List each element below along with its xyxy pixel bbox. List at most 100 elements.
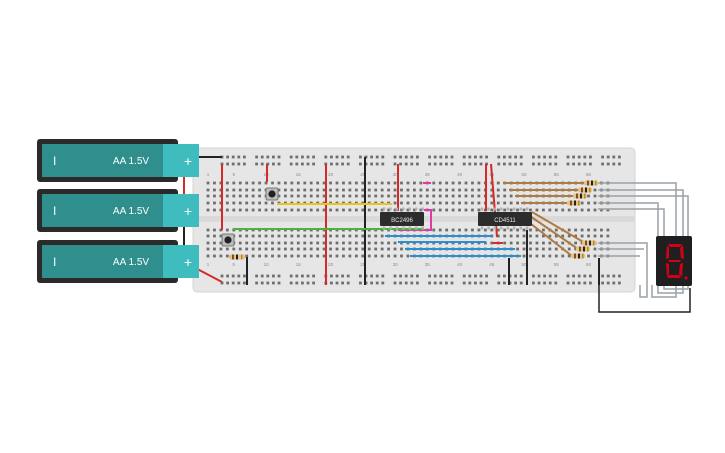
- breadboard-hole[interactable]: [361, 188, 365, 192]
- breadboard-hole[interactable]: [503, 201, 507, 205]
- breadboard-hole[interactable]: [361, 194, 365, 198]
- breadboard-hole[interactable]: [601, 155, 604, 159]
- breadboard-hole[interactable]: [303, 241, 307, 245]
- breadboard-hole[interactable]: [354, 188, 358, 192]
- breadboard-hole[interactable]: [284, 254, 287, 258]
- breadboard-hole[interactable]: [509, 228, 513, 232]
- breadboard-hole[interactable]: [542, 234, 545, 238]
- breadboard-hole[interactable]: [554, 228, 558, 232]
- breadboard-hole[interactable]: [485, 274, 488, 278]
- breadboard-hole[interactable]: [367, 254, 371, 258]
- breadboard-hole[interactable]: [496, 194, 500, 198]
- breadboard-hole[interactable]: [606, 281, 610, 285]
- breadboard-hole[interactable]: [231, 162, 235, 166]
- breadboard-hole[interactable]: [450, 281, 454, 285]
- breadboard-hole[interactable]: [497, 155, 501, 159]
- breadboard-hole[interactable]: [213, 234, 216, 238]
- breadboard-hole[interactable]: [272, 155, 275, 159]
- breadboard-hole[interactable]: [529, 254, 532, 258]
- breadboard-hole[interactable]: [519, 162, 523, 166]
- breadboard-hole[interactable]: [213, 228, 216, 232]
- breadboard-hole[interactable]: [497, 281, 501, 285]
- breadboard-hole[interactable]: [206, 228, 210, 232]
- breadboard-hole[interactable]: [237, 162, 241, 166]
- breadboard-hole[interactable]: [445, 228, 449, 232]
- breadboard-hole[interactable]: [432, 201, 436, 205]
- breadboard-hole[interactable]: [264, 201, 268, 205]
- breadboard-hole[interactable]: [458, 188, 461, 192]
- breadboard-hole[interactable]: [284, 188, 287, 192]
- breadboard-hole[interactable]: [479, 274, 483, 278]
- breadboard-hole[interactable]: [537, 281, 541, 285]
- breadboard-hole[interactable]: [438, 208, 442, 212]
- breadboard-hole[interactable]: [554, 281, 558, 285]
- breadboard-hole[interactable]: [335, 254, 339, 258]
- breadboard-hole[interactable]: [387, 194, 390, 198]
- breadboard-hole[interactable]: [404, 162, 408, 166]
- breadboard-hole[interactable]: [251, 181, 255, 185]
- breadboard-hole[interactable]: [566, 274, 570, 278]
- breadboard-hole[interactable]: [251, 234, 255, 238]
- breadboard-hole[interactable]: [219, 188, 223, 192]
- breadboard-hole[interactable]: [477, 208, 481, 212]
- breadboard-hole[interactable]: [509, 234, 513, 238]
- breadboard-hole[interactable]: [219, 247, 223, 251]
- breadboard-hole[interactable]: [561, 254, 565, 258]
- breadboard-hole[interactable]: [567, 254, 571, 258]
- breadboard-hole[interactable]: [258, 188, 261, 192]
- breadboard-hole[interactable]: [561, 208, 565, 212]
- breadboard-hole[interactable]: [503, 234, 507, 238]
- breadboard-hole[interactable]: [406, 254, 410, 258]
- breadboard-hole[interactable]: [554, 155, 558, 159]
- breadboard-hole[interactable]: [589, 155, 592, 159]
- breadboard-hole[interactable]: [258, 201, 261, 205]
- breadboard-hole[interactable]: [290, 208, 294, 212]
- breadboard-hole[interactable]: [213, 208, 216, 212]
- breadboard-hole[interactable]: [612, 274, 616, 278]
- breadboard-hole[interactable]: [330, 155, 333, 159]
- breadboard-hole[interactable]: [406, 181, 410, 185]
- breadboard-hole[interactable]: [399, 162, 402, 166]
- breadboard-hole[interactable]: [225, 247, 229, 251]
- breadboard-hole[interactable]: [583, 281, 587, 285]
- breadboard-hole[interactable]: [354, 181, 358, 185]
- breadboard-hole[interactable]: [490, 241, 494, 245]
- breadboard-hole[interactable]: [295, 162, 299, 166]
- breadboard-hole[interactable]: [335, 194, 339, 198]
- breadboard-hole[interactable]: [359, 274, 362, 278]
- breadboard-hole[interactable]: [380, 208, 384, 212]
- breadboard-hole[interactable]: [206, 241, 210, 245]
- breadboard-hole[interactable]: [554, 254, 558, 258]
- breadboard-hole[interactable]: [574, 234, 578, 238]
- breadboard-hole[interactable]: [468, 155, 472, 159]
- breadboard-hole[interactable]: [572, 274, 575, 278]
- breadboard-hole[interactable]: [367, 234, 371, 238]
- breadboard-hole[interactable]: [271, 208, 274, 212]
- breadboard-hole[interactable]: [589, 274, 592, 278]
- breadboard-hole[interactable]: [451, 188, 455, 192]
- breadboard-hole[interactable]: [232, 208, 236, 212]
- breadboard-hole[interactable]: [503, 274, 506, 278]
- breadboard-hole[interactable]: [432, 208, 436, 212]
- breadboard-hole[interactable]: [322, 234, 326, 238]
- breadboard-hole[interactable]: [503, 155, 506, 159]
- breadboard-hole[interactable]: [529, 241, 532, 245]
- breadboard-hole[interactable]: [496, 234, 500, 238]
- breadboard-hole[interactable]: [271, 254, 274, 258]
- breadboard-hole[interactable]: [606, 162, 610, 166]
- breadboard-hole[interactable]: [309, 181, 313, 185]
- breadboard-hole[interactable]: [554, 234, 558, 238]
- breadboard-hole[interactable]: [255, 274, 258, 278]
- breadboard-hole[interactable]: [251, 247, 255, 251]
- breadboard-hole[interactable]: [367, 208, 371, 212]
- breadboard-hole[interactable]: [306, 281, 310, 285]
- breadboard-hole[interactable]: [296, 254, 300, 258]
- wire-gray[interactable]: [598, 182, 677, 298]
- breadboard-hole[interactable]: [277, 281, 281, 285]
- breadboard-hole[interactable]: [583, 274, 587, 278]
- breadboard-hole[interactable]: [342, 241, 345, 245]
- breadboard-hole[interactable]: [245, 181, 249, 185]
- breadboard-hole[interactable]: [303, 208, 307, 212]
- breadboard-hole[interactable]: [400, 201, 403, 205]
- breadboard-hole[interactable]: [226, 274, 229, 278]
